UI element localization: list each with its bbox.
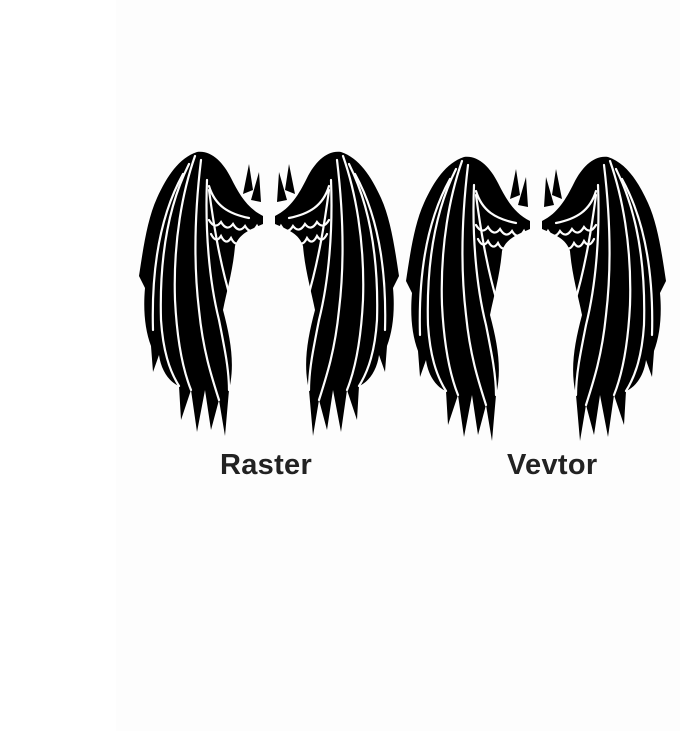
raster-label: Raster [220, 449, 313, 481]
right-wing-icon [540, 155, 666, 443]
vector-wings-image [406, 155, 666, 445]
vector-label: Vevtor [507, 449, 598, 481]
right-wing-icon [273, 150, 399, 438]
left-wing-icon [139, 150, 265, 438]
raster-wings-image [139, 150, 399, 440]
left-wing-icon [406, 155, 532, 443]
